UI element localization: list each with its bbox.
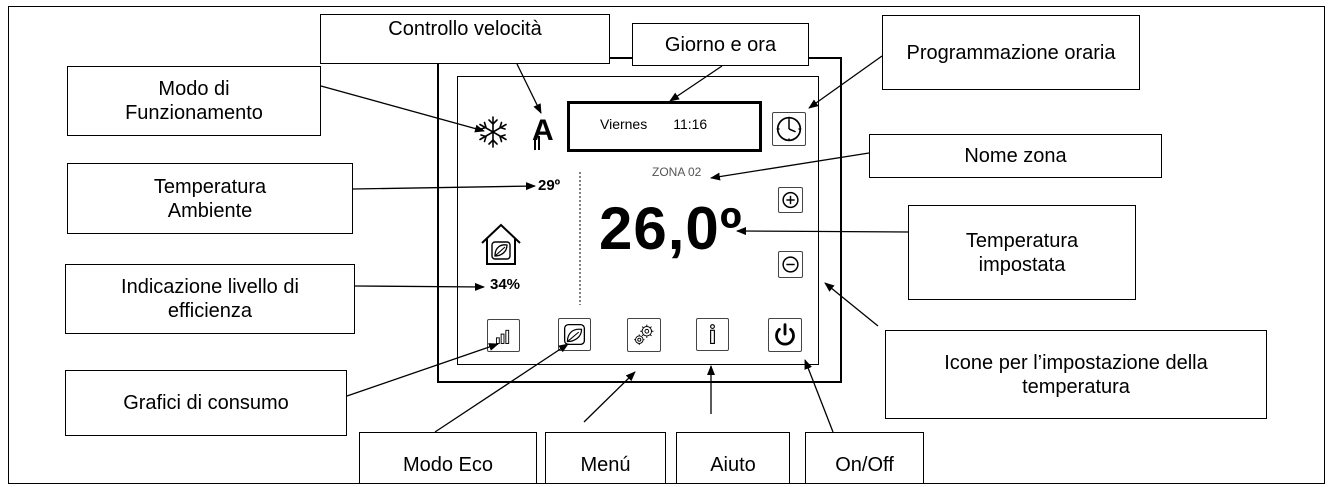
day-time-display[interactable]: Viernes 11:16 — [567, 101, 762, 152]
thermostat-screen — [457, 76, 819, 365]
label-programmazione-oraria: Programmazione oraria — [882, 15, 1140, 90]
label-menu: Menú — [545, 432, 666, 484]
label-temperatura-impostata: Temperatura impostata — [908, 205, 1136, 300]
power-button[interactable] — [768, 318, 802, 352]
increase-temp-button[interactable] — [778, 187, 803, 213]
label-indicazione-efficienza: Indicazione livello di efficienza — [65, 264, 355, 334]
speed-mode-indicator[interactable]: A — [532, 114, 554, 147]
speed-bars-icon — [533, 136, 543, 150]
minus-icon — [782, 256, 799, 273]
zone-name: ZONA 02 — [652, 165, 702, 179]
plus-icon — [782, 191, 799, 209]
info-icon — [710, 324, 715, 344]
clock-icon — [776, 116, 802, 142]
bar-chart-icon — [495, 329, 510, 344]
set-temperature: 26,0º — [599, 195, 743, 262]
house-leaf-icon — [479, 221, 523, 267]
day-text: Viernes — [600, 115, 648, 132]
snowflake-icon[interactable] — [475, 114, 511, 150]
label-giorno-e-ora: Giorno e ora — [632, 23, 809, 66]
menu-button[interactable] — [627, 318, 661, 352]
label-nome-zona: Nome zona — [869, 134, 1162, 178]
help-button[interactable] — [696, 318, 729, 351]
diagram-frame — [8, 6, 1325, 484]
ambient-temperature: 29º — [538, 177, 561, 194]
consumption-charts-button[interactable] — [487, 319, 520, 352]
label-grafici-consumo: Grafici di consumo — [65, 370, 347, 436]
time-text: 11:16 — [673, 115, 708, 132]
schedule-button[interactable] — [772, 112, 806, 146]
label-controllo-velocita: Controllo velocità — [320, 14, 610, 64]
leaf-icon — [563, 323, 586, 346]
label-on-off: On/Off — [805, 432, 924, 484]
decrease-temp-button[interactable] — [778, 251, 803, 278]
efficiency-level: 34% — [490, 276, 521, 293]
eco-mode-button[interactable] — [558, 318, 591, 351]
label-modo-eco: Modo Eco — [359, 432, 537, 484]
gear-icon — [634, 324, 654, 345]
label-temperatura-ambiente: Temperatura Ambiente — [67, 163, 353, 234]
label-modo-funzionamento: Modo di Funzionamento — [67, 66, 321, 136]
power-icon — [775, 323, 795, 346]
label-aiuto: Aiuto — [676, 432, 790, 484]
label-icone-impostazione: Icone per l’impostazione della temperatu… — [885, 330, 1267, 419]
